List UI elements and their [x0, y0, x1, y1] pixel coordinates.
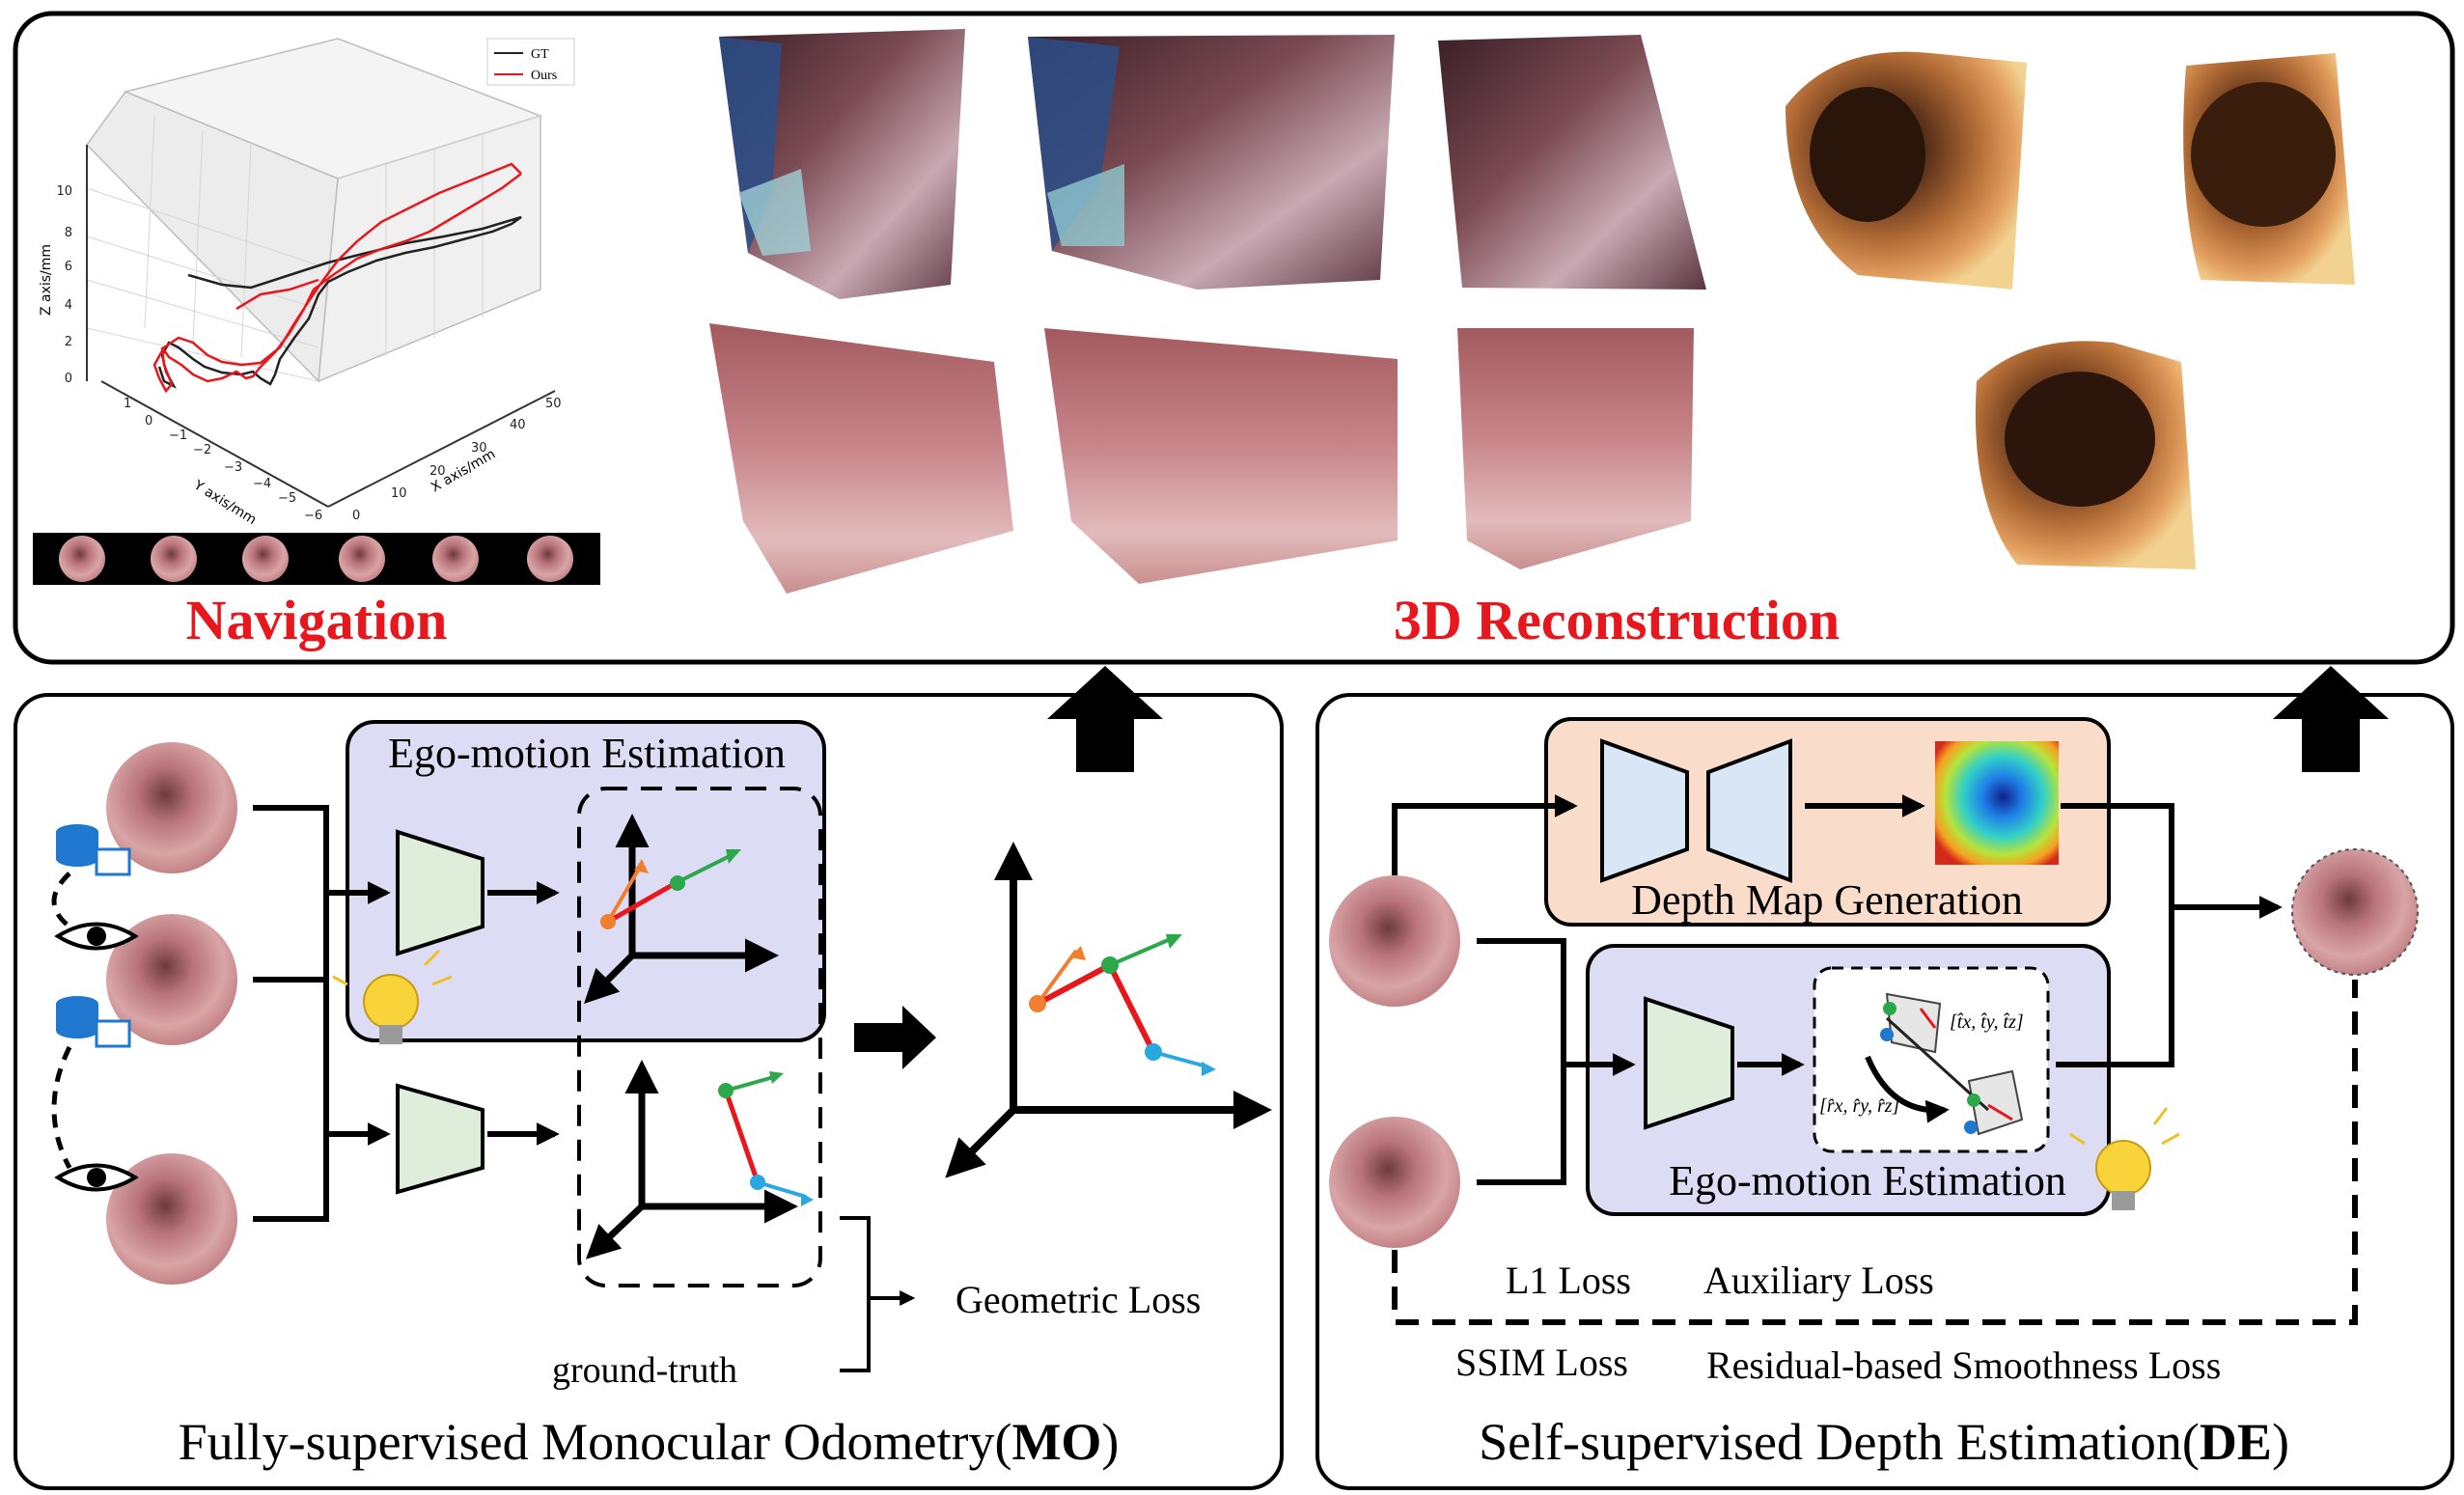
x-tick: 20 [429, 464, 446, 479]
predicted-pose-axes [584, 814, 779, 1004]
ours-trajectory [152, 162, 522, 394]
de-panel-title: Self-supervised Depth Estimation(DE) [1479, 1413, 2289, 1471]
pose-dashed-box [577, 787, 822, 1287]
loss-feedback-dashed-line [1392, 980, 2358, 1325]
y-tick: 1 [124, 397, 131, 411]
mo-ego-motion-box [346, 720, 826, 1042]
lightbulb-icon [2069, 1107, 2180, 1210]
smoothness-loss-label: Residual-based Smoothness Loss [1706, 1343, 2221, 1387]
z-tick: 4 [65, 298, 72, 313]
lightbulb-icon [332, 949, 453, 1044]
x-tick: 0 [352, 509, 360, 523]
depth-decoder [1706, 738, 1792, 883]
depth-encoder [1600, 738, 1689, 883]
z-tick: 2 [65, 335, 72, 349]
trajectory-plot: GT Ours 10 8 6 4 2 0 Z axis/mm 1 0 −1 −2… [39, 38, 575, 528]
de-output-frame [2291, 848, 2419, 976]
reconstruction-label: 3D Reconstruction [1394, 589, 1840, 651]
de-to-top-arrow [2273, 666, 2389, 772]
z-tick: 8 [65, 226, 72, 240]
eye-icon [54, 1163, 139, 1192]
endoscopy-frame-strip [33, 533, 600, 585]
eye-icon [54, 922, 139, 951]
mo-pose-encoder-1 [396, 829, 484, 956]
legend-ours: Ours [531, 69, 557, 83]
y-tick: −6 [304, 509, 322, 523]
x-tick: 30 [471, 441, 487, 456]
navigation-label: Navigation [186, 589, 448, 651]
ssim-loss-label: SSIM Loss [1455, 1341, 1628, 1384]
mo-pose-encoder-2 [396, 1083, 484, 1195]
x-tick: 40 [510, 418, 526, 432]
ground-truth-pose-vectors [718, 1071, 814, 1206]
mo-right-arrow [854, 1006, 936, 1069]
mo-input-frame-3 [106, 1153, 237, 1285]
legend-gt: GT [531, 47, 549, 62]
x-tick: 50 [545, 397, 562, 411]
y-tick: −4 [253, 477, 271, 491]
reconstruction-stomach-row-2 [709, 323, 1694, 594]
pose-rotation-label: [r̂x, r̂y, r̂z] [1819, 1095, 1899, 1117]
depth-map-generation-label: Depth Map Generation [1631, 876, 2023, 924]
mo-panel [14, 693, 1284, 1490]
z-tick: 6 [65, 260, 72, 274]
camera-pose-diagram [1865, 992, 2024, 1136]
y-tick: −5 [278, 491, 296, 506]
gt-trajectory [157, 215, 522, 389]
ground-truth-pose-axes [585, 1060, 798, 1260]
z-axis-label: Z axis/mm [39, 244, 54, 316]
de-pose-encoder [1644, 996, 1734, 1130]
reconstruction-stomach-row-1 [719, 29, 1706, 299]
predicted-pose-vectors [600, 849, 741, 929]
geometric-loss-label: Geometric Loss [955, 1278, 1201, 1321]
z-tick: 0 [65, 372, 72, 386]
de-panel [1315, 693, 2454, 1490]
y-tick: 0 [145, 414, 152, 429]
database-icon [56, 996, 131, 1048]
mo-to-top-arrow [1047, 666, 1163, 772]
combined-pose-axes [945, 842, 1272, 1178]
de-input-frame-2 [1329, 1117, 1460, 1248]
y-tick: −3 [224, 460, 242, 475]
auxiliary-loss-label: Auxiliary Loss [1703, 1259, 1934, 1302]
de-ego-motion-title: Ego-motion Estimation [1669, 1157, 2066, 1204]
z-tick: 10 [56, 184, 72, 199]
database-icon [56, 824, 131, 876]
ground-truth-label: ground-truth [552, 1350, 737, 1391]
mo-ego-motion-title: Ego-motion Estimation [388, 730, 786, 777]
pose-translation-label: [t̂x, t̂y, t̂z] [1950, 1011, 2024, 1033]
mo-input-frame-1 [106, 742, 237, 873]
combined-pose-vectors [1029, 934, 1216, 1076]
mo-panel-title: Fully-supervised Monocular Odometry(MO) [179, 1413, 1120, 1471]
y-tick: −1 [169, 429, 187, 443]
y-tick: −2 [193, 443, 211, 457]
x-tick: 10 [391, 486, 407, 501]
reconstruction-colon [1786, 51, 2355, 569]
mo-input-frame-2 [106, 914, 237, 1045]
depth-map-output [1935, 741, 2059, 865]
l1-loss-label: L1 Loss [1506, 1259, 1631, 1302]
de-input-frame-1 [1329, 875, 1460, 1007]
